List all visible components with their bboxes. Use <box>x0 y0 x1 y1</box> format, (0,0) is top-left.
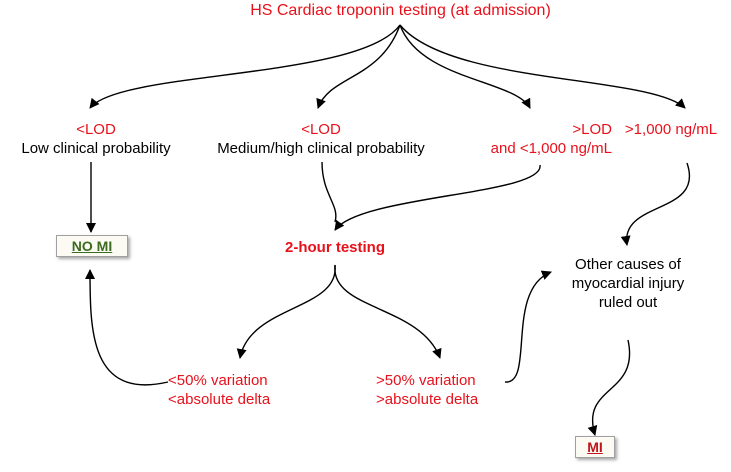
node-high-troponin: >1,000 ng/mL <box>624 121 718 138</box>
arrow-root-to-high <box>399 24 686 109</box>
node-lod-medium-line1: <LOD <box>301 121 341 138</box>
arrow-medium-to-2h <box>321 161 337 223</box>
node-low-variation: <50% variation <absolute delta <box>168 371 318 409</box>
node-other-causes-line1: Other causes of <box>575 256 681 273</box>
arrow-2h-to-high-variation <box>334 264 442 359</box>
arrow-root-to-medium <box>316 24 401 109</box>
node-low-variation-line2: <absolute delta <box>168 391 271 408</box>
node-high-variation-line1: >50% variation <box>376 372 476 389</box>
node-lod-medium-line2: Medium/high clinical probability <box>217 140 425 157</box>
no-mi-box: NO MI <box>56 235 128 257</box>
node-2-hour-testing: 2-hour testing <box>285 239 385 256</box>
node-lod-low-line2: Low clinical probability <box>21 140 171 157</box>
node-lod-low-probability: <LOD Low clinical probability <box>2 120 190 158</box>
node-other-causes-line2: myocardial injury <box>571 275 685 292</box>
arrow-root-to-low <box>89 24 401 109</box>
node-lod-mid-range: >LOD and <1,000 ng/mL <box>452 120 612 158</box>
mi-box: MI <box>575 436 615 458</box>
arrow-high-variation-to-other <box>504 270 552 383</box>
node-low-variation-line1: <50% variation <box>168 372 268 389</box>
arrow-root-to-mid <box>399 24 531 109</box>
arrow-low-variation-to-nomi <box>85 269 169 386</box>
node-lod-mid-line1: >LOD <box>572 121 612 138</box>
arrow-high-to-other <box>620 162 691 246</box>
node-lod-medium-probability: <LOD Medium/high clinical probability <box>190 120 452 158</box>
node-high-variation: >50% variation >absolute delta <box>376 371 506 409</box>
arrow-mid-to-2h <box>334 164 541 231</box>
arrow-2h-to-low-variation <box>236 264 336 359</box>
node-other-causes-line3: ruled out <box>598 294 658 311</box>
root-node: HS Cardiac troponin testing (at admissio… <box>250 2 551 19</box>
node-other-causes: Other causes of myocardial injury ruled … <box>548 255 708 312</box>
node-lod-mid-line2: and <1,000 ng/mL <box>490 140 612 157</box>
arrow-other-to-mi <box>587 339 631 436</box>
node-high-variation-line2: >absolute delta <box>376 391 479 408</box>
node-lod-low-line1: <LOD <box>76 121 116 138</box>
